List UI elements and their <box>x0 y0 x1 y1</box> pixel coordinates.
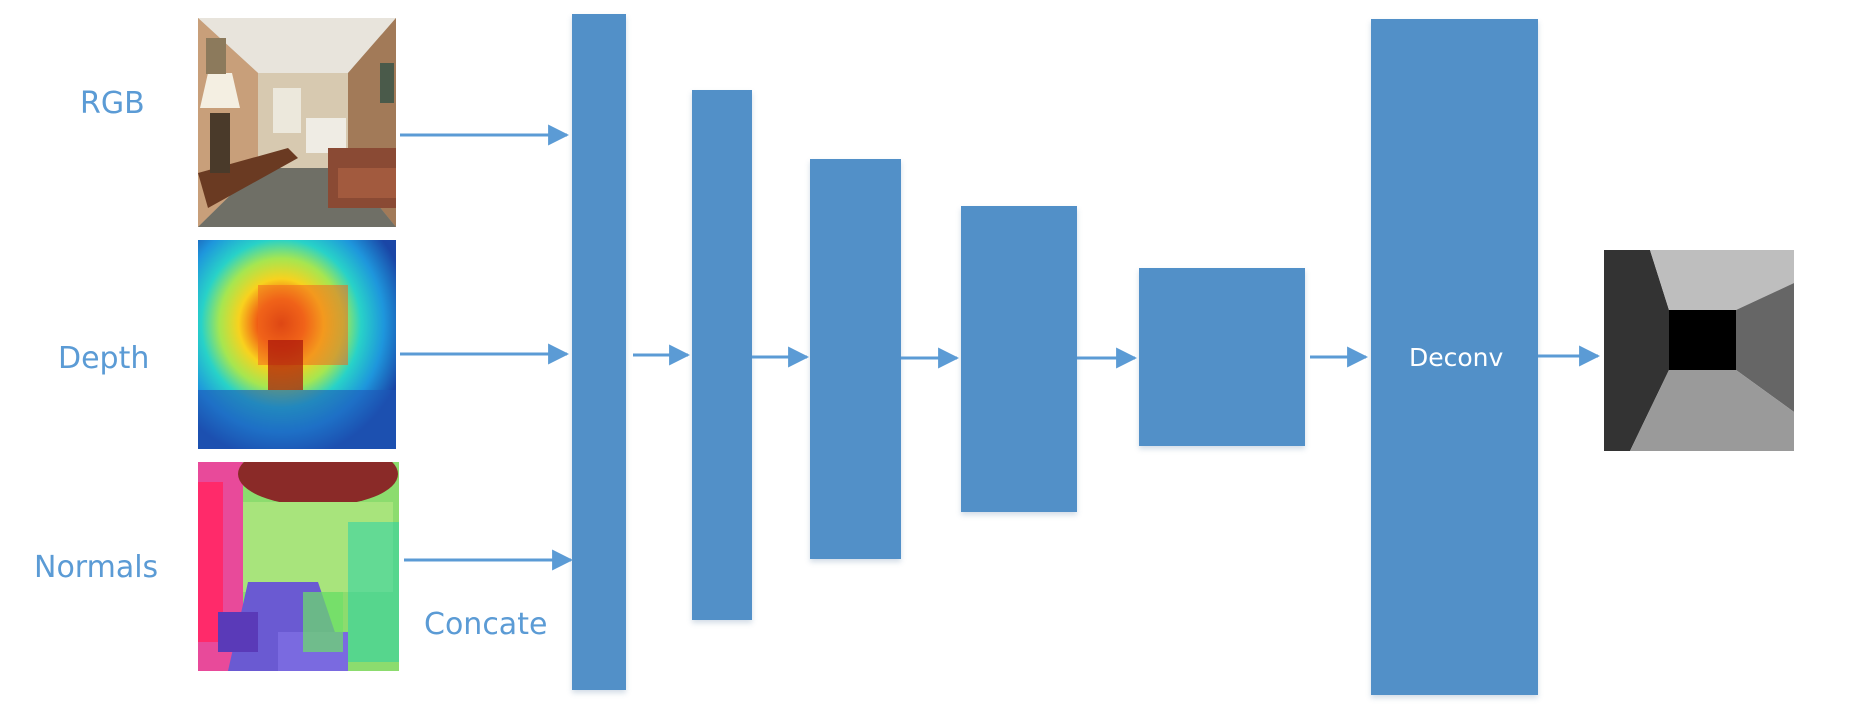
conv-block-4 <box>1139 268 1305 446</box>
conv-block-3 <box>961 206 1077 512</box>
depth-label: Depth <box>58 341 150 376</box>
rgb-image <box>198 18 396 227</box>
deconv-label: Deconv <box>1409 343 1504 372</box>
conv-block-2 <box>810 159 901 559</box>
concate-label: Concate <box>424 607 548 642</box>
depth-image <box>198 240 396 449</box>
conv-block-1 <box>692 90 752 620</box>
normals-image <box>198 462 399 671</box>
normals-label: Normals <box>34 550 159 585</box>
deconv-block: Deconv <box>1371 19 1538 695</box>
input-conv-block <box>572 14 626 690</box>
output-layout-image <box>1604 250 1794 451</box>
rgb-label: RGB <box>80 86 145 121</box>
